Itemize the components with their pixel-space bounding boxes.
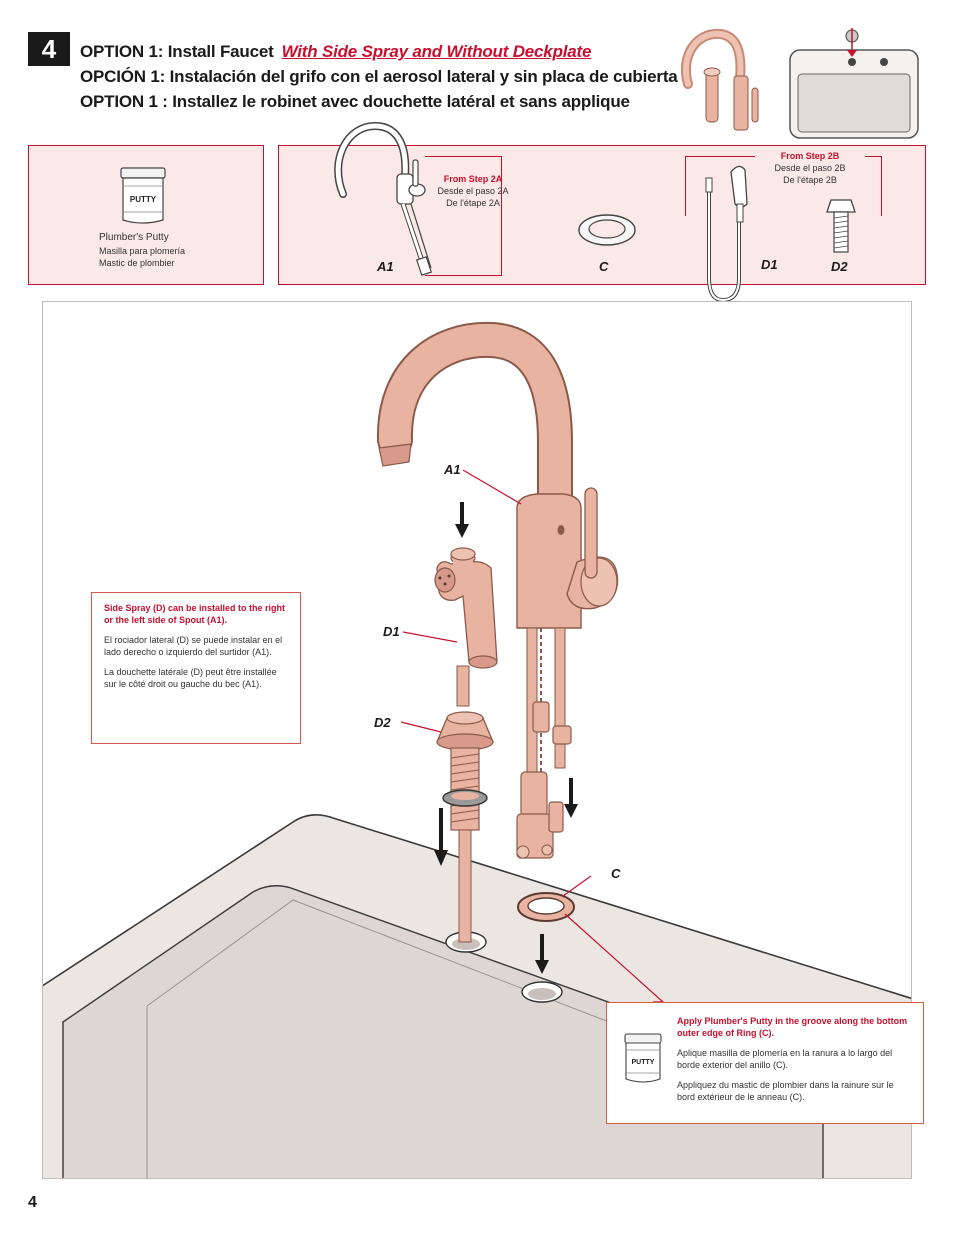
- parts-label-d1: D1: [761, 257, 778, 272]
- faucet-thumbnail-illustration: [680, 28, 759, 131]
- putty-jar-icon-small: PUTTY: [624, 1033, 662, 1083]
- putty-name-english: Plumber's Putty: [99, 232, 169, 243]
- title-french: OPTION 1 : Installez le robinet avec dou…: [80, 92, 630, 111]
- putty-note-english: Apply Plumber's Putty in the groove alon…: [677, 1016, 908, 1038]
- putty-note-spanish: Aplique masilla de plomería en la ranura…: [677, 1048, 893, 1070]
- from-step-2b-bracket-left: [685, 156, 687, 216]
- from-step-2a-spanish: Desde el paso 2A: [437, 186, 509, 196]
- diagram-label-a1: A1: [444, 462, 461, 477]
- step-number-badge: 4: [28, 32, 70, 66]
- title-spanish: OPCIÓN 1: Instalación del grifo con el a…: [80, 67, 678, 86]
- putty-note-french: Appliquez du mastic de plombier dans la …: [677, 1080, 894, 1102]
- parts-label-a1: A1: [377, 259, 394, 274]
- title-english-emphasis: With Side Spray and Without Deckplate: [281, 42, 592, 61]
- from-step-2b-text: From Step 2B Desde el paso 2B De l'étape…: [755, 150, 865, 186]
- parts-label-c: C: [599, 259, 609, 274]
- from-step-2b-french: De l'étape 2B: [783, 175, 837, 185]
- diagram-label-c: C: [611, 866, 621, 881]
- putty-name-french: Mastic de plombier: [99, 258, 175, 268]
- side-spray-note-french: La douchette latérale (D) peut être inst…: [104, 667, 277, 689]
- putty-supply-panel: PUTTY Plumber's Putty Masilla para plome…: [28, 145, 264, 285]
- from-step-2b-english: From Step 2B: [780, 151, 840, 161]
- diagram-label-d1: D1: [383, 624, 400, 639]
- side-spray-note: Side Spray (D) can be installed to the r…: [91, 592, 301, 744]
- putty-name-spanish: Masilla para plomería: [99, 246, 186, 256]
- side-spray-note-spanish: El rociador lateral (D) se puede instala…: [104, 635, 283, 657]
- from-step-2a-bracket: [425, 156, 502, 276]
- sink-thumbnail-illustration: [789, 28, 919, 139]
- side-spray-note-english: Side Spray (D) can be installed to the r…: [104, 603, 286, 625]
- from-step-2a-english: From Step 2A: [443, 174, 503, 184]
- from-step-2b-spanish: Desde el paso 2B: [774, 163, 846, 173]
- putty-application-note: PUTTY Apply Plumber's Putty in the groov…: [606, 1002, 924, 1124]
- parts-supply-panel: A1 From Step 2A Desde el paso 2A De l'ét…: [278, 121, 926, 302]
- from-step-2b-bracket-right: [881, 156, 883, 216]
- diagram-label-d2: D2: [374, 715, 391, 730]
- title-english-prefix: OPTION 1: Install Faucet: [80, 42, 274, 61]
- parts-label-d2: D2: [831, 259, 848, 274]
- faucet-a1-part-illustration: [334, 121, 432, 276]
- putty-jar-small-label: PUTTY: [632, 1059, 655, 1066]
- from-step-2a-french: De l'étape 2A: [446, 198, 500, 208]
- title-english: OPTION 1: Install Faucet With Side Spray …: [80, 42, 591, 62]
- side-spray-d1-part-illustration: [705, 165, 748, 302]
- from-step-2a-text: From Step 2A Desde el paso 2A De l'étape…: [423, 173, 523, 209]
- mounting-nut-d2-part-illustration: [826, 199, 856, 253]
- putty-jar-icon: PUTTY: [120, 167, 166, 224]
- putty-jar-label: PUTTY: [130, 195, 157, 204]
- ring-c-part-illustration: [578, 214, 636, 246]
- page-number: 4: [28, 1194, 37, 1211]
